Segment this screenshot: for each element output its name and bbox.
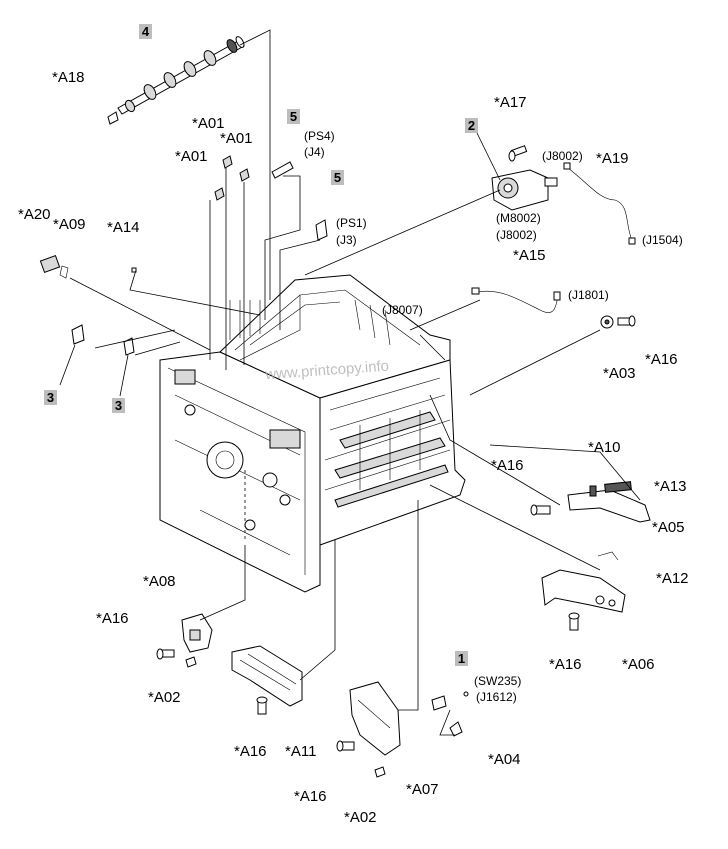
a16-screw-part-4	[256, 696, 268, 715]
callout-badges: 4 5 5 2 3 3 1	[44, 24, 501, 666]
label-a18: *A18	[52, 69, 85, 86]
part3-bracket-right	[123, 337, 135, 356]
label-a01-top: *A01	[192, 115, 225, 132]
label-a04: *A04	[488, 751, 521, 768]
label-a05: *A05	[652, 519, 685, 536]
callout-2: 2	[468, 118, 475, 133]
part3-bracket-left	[71, 324, 85, 345]
connector-labels: (PS4) (J4) (PS1) (J3) (J8002) (M8002) (J…	[304, 129, 683, 704]
label-a20: *A20	[18, 206, 51, 223]
a02-clip-part-1	[185, 656, 197, 668]
label-a02-bottom: *A02	[344, 809, 377, 826]
a11-guide-part	[231, 645, 303, 707]
connector-j4: (J4)	[304, 145, 325, 159]
a16-screw-part-5	[568, 612, 580, 631]
a17-screw-part	[508, 145, 528, 162]
a13-label-part	[604, 481, 632, 493]
callout-3-left: 3	[47, 390, 54, 405]
a04-lever-part	[449, 721, 463, 737]
label-a01-left: *A01	[175, 148, 208, 165]
label-a16-center: *A16	[234, 743, 267, 760]
a18-bushing-part	[107, 111, 119, 125]
a16-screw-part-1	[617, 315, 636, 327]
a08-sensor-part	[181, 613, 213, 653]
callout-5-upper: 5	[290, 109, 297, 124]
a06-bracket-part	[541, 569, 626, 613]
label-a16-right-lower: *A16	[549, 656, 582, 673]
connector-j8002-bottom: (J8002)	[496, 228, 537, 242]
callout-5-lower: 5	[334, 170, 341, 185]
a16-screw-part-2	[530, 504, 551, 516]
label-a01-middle: *A01	[220, 130, 253, 147]
label-a06: *A06	[622, 656, 655, 673]
a05-bracket-part	[567, 485, 651, 523]
roller-shaft-part	[117, 36, 245, 115]
leader-lines	[69, 29, 641, 736]
label-a19: *A19	[596, 150, 629, 167]
a03-gear-part	[600, 315, 614, 329]
label-a16-right-upper: *A16	[645, 351, 678, 368]
ps1-sensor-part	[315, 219, 328, 241]
a02-clip-part-2	[374, 766, 386, 778]
callout-3-right: 3	[115, 398, 122, 413]
label-a14: *A14	[107, 219, 140, 236]
connector-ps4: (PS4)	[304, 129, 335, 143]
label-a11: *A11	[285, 743, 316, 760]
a16-screw-part-3	[156, 648, 175, 660]
ps4-sensor-part	[271, 161, 294, 179]
connector-sw235: (SW235)	[474, 674, 521, 688]
label-a16-bottom: *A16	[294, 788, 327, 805]
a15-cable-part	[471, 287, 561, 313]
connector-j1801: (J1801)	[568, 288, 609, 302]
label-a17: *A17	[494, 94, 527, 111]
a19-cable-part	[563, 162, 636, 245]
callout-1: 1	[458, 651, 465, 666]
connector-j1504: (J1504)	[642, 233, 683, 247]
a12-spring-part	[597, 551, 619, 561]
m8002-motor-part	[491, 169, 558, 211]
main-chassis	[159, 274, 466, 593]
a20-gear-part	[39, 254, 61, 274]
label-a02-left: *A02	[148, 689, 181, 706]
connector-m8002: (M8002)	[496, 211, 541, 225]
label-a08: *A08	[143, 573, 176, 590]
callout-4: 4	[142, 24, 150, 39]
connector-ps1: (PS1)	[336, 216, 367, 230]
label-a10: *A10	[588, 439, 621, 456]
label-a07: *A07	[406, 781, 439, 798]
sw235-switch-part	[431, 691, 469, 711]
connector-j1612: (J1612)	[476, 690, 517, 704]
label-a16-right-middle: *A16	[491, 457, 524, 474]
a07-guide-part	[349, 681, 401, 756]
connector-j8002-top: (J8002)	[542, 149, 583, 163]
part-labels: *A18 *A01 *A01 *A01 *A17 *A19 *A20 *A09 …	[18, 69, 689, 826]
connector-j3: (J3)	[336, 233, 357, 247]
a16-screw-part-6	[336, 740, 355, 752]
label-a15: *A15	[513, 247, 546, 264]
connector-j8007: (J8007)	[382, 303, 423, 317]
label-a13: *A13	[654, 478, 687, 495]
a09-spring-part	[59, 265, 69, 279]
a01-screw-parts	[214, 155, 250, 201]
label-a16-left: *A16	[96, 610, 129, 627]
label-a12: *A12	[656, 570, 689, 587]
label-a03: *A03	[603, 365, 636, 382]
label-a09: *A09	[53, 216, 86, 233]
